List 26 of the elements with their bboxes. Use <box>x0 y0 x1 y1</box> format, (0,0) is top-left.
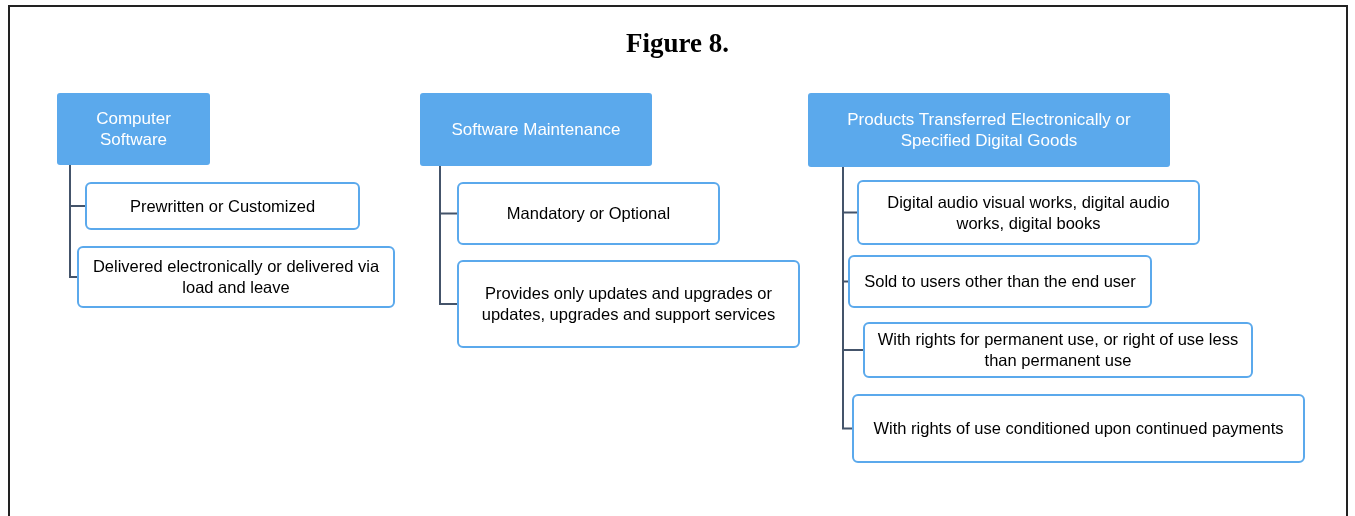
box-text: Provides only updates and upgrades or updates, upgrades and support services <box>480 283 777 325</box>
item-box <box>857 180 1200 245</box>
box-text: Digital audio visual works, digital audio works, digital books <box>886 191 1171 234</box>
box-text: Computer Software <box>95 107 172 151</box>
box-text: Software Maintenance <box>451 118 621 141</box>
figure-title: Figure 8. <box>625 28 730 59</box>
box-text: With rights for permanent use, or right of use less than permanent use <box>876 329 1240 371</box>
item-box <box>863 322 1253 378</box>
item-box <box>77 246 395 308</box>
box-text: Sold to users other than the end user <box>864 271 1136 292</box>
connector-line <box>69 164 78 278</box>
item-box <box>85 182 360 230</box>
category-box <box>57 93 210 165</box>
box-text: Delivered electronically or delivered via load and leave <box>91 256 381 298</box>
connector-line <box>439 165 458 305</box>
box-text: Mandatory or Optional <box>506 203 671 224</box>
box-text: Products Transferred Electronically or Specified Digital Goods <box>846 108 1132 152</box>
box-text: With rights of use conditioned upon continued payments <box>873 418 1284 439</box>
box-text: Prewritten or Customized <box>129 195 316 217</box>
item-box <box>457 260 800 348</box>
category-box <box>420 93 652 166</box>
item-box <box>852 394 1305 463</box>
item-box <box>457 182 720 245</box>
item-box <box>848 255 1152 308</box>
category-box <box>808 93 1170 167</box>
connector-line <box>842 166 853 430</box>
